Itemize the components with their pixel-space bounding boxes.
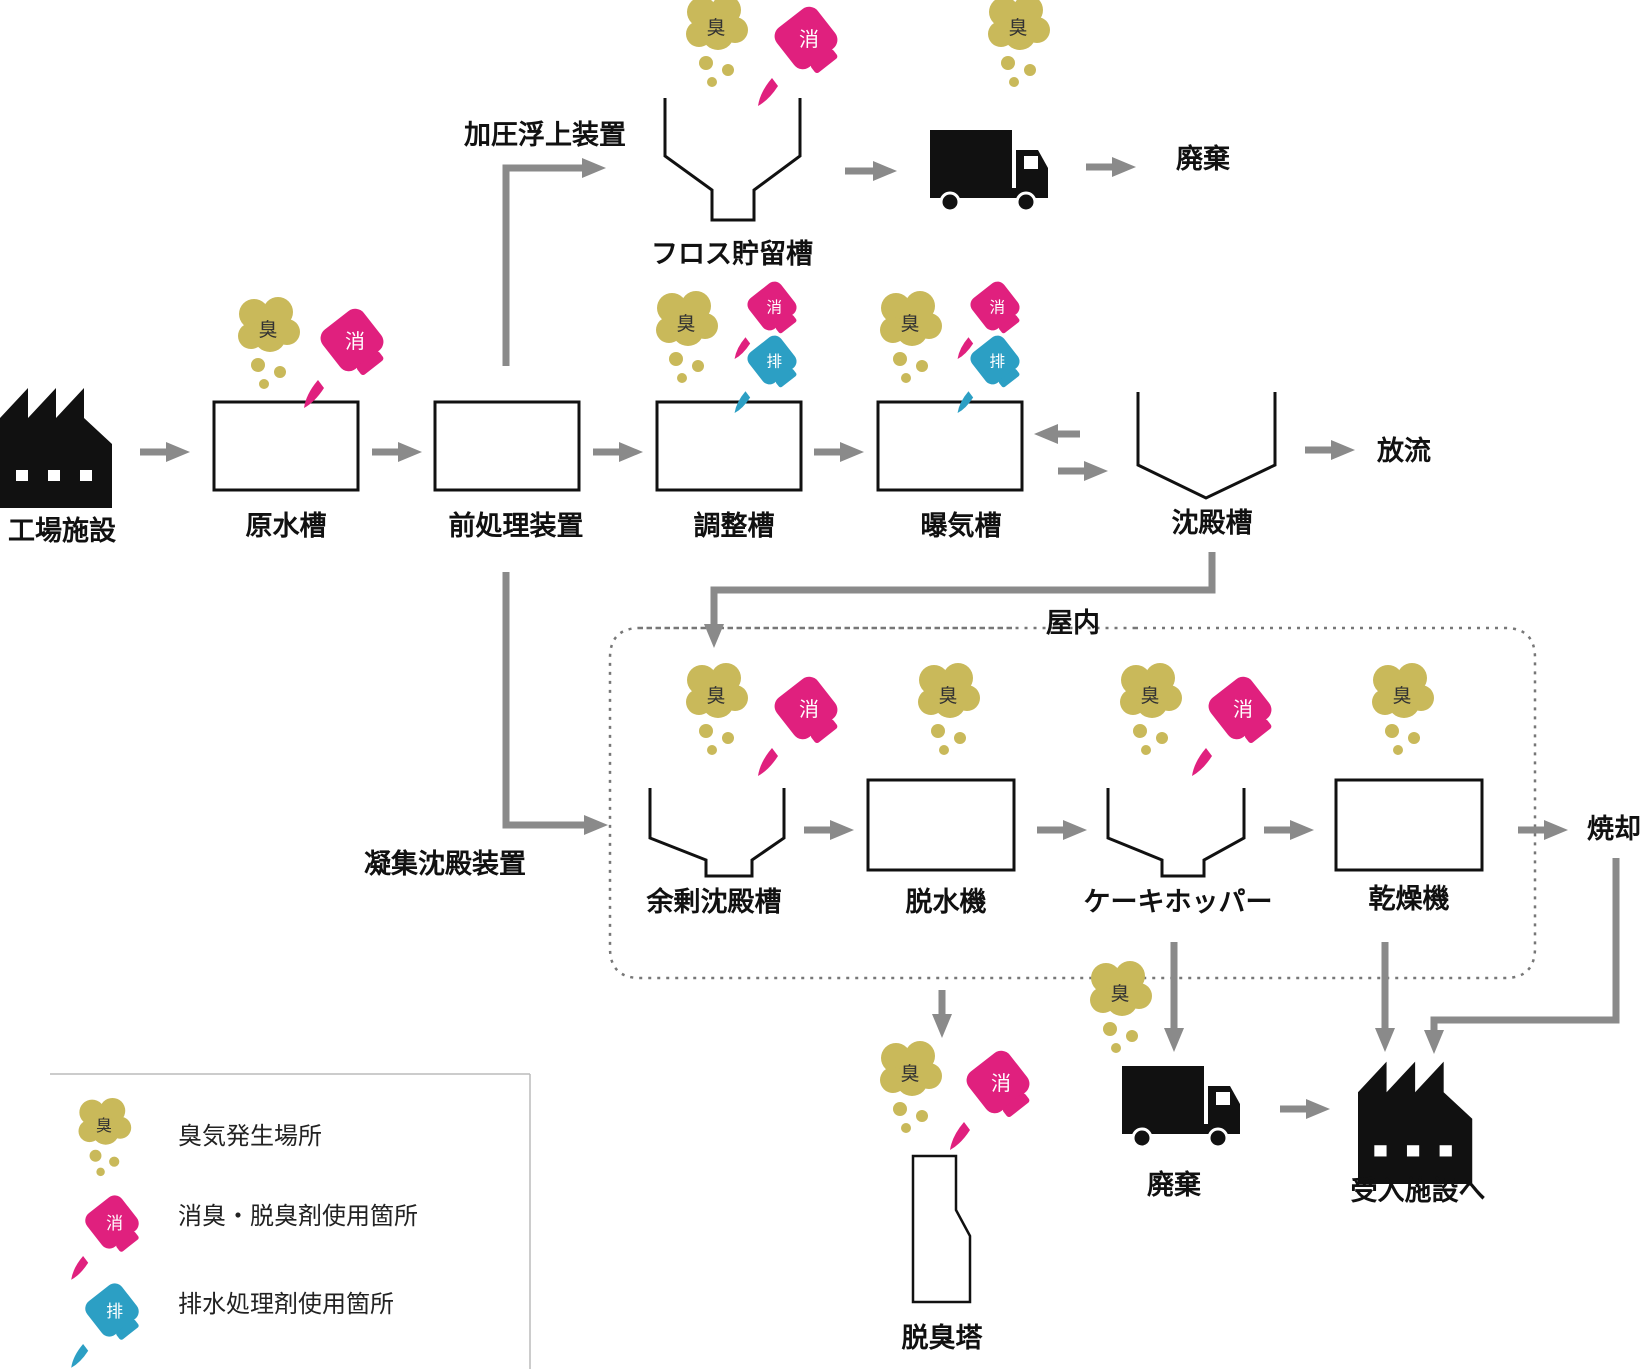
svg-text:消: 消	[799, 697, 819, 721]
excess-sludge-tank	[648, 788, 786, 878]
flow-arrows-indoor	[804, 820, 1568, 840]
legend: 臭 臭気発生場所 消 消臭・脱臭剤使用箇所 排 排水処理剤使用箇所	[50, 1073, 531, 1369]
truck-icon-top	[928, 128, 1050, 213]
legend-deodorant-icon: 消	[71, 1191, 148, 1280]
wastewater-agent-bottle-icon: 排	[957, 332, 1028, 414]
svg-text:臭: 臭	[1392, 685, 1411, 707]
truck-icon-bottom	[1120, 1064, 1242, 1149]
svg-text:臭: 臭	[96, 1116, 112, 1135]
factory-icon	[0, 388, 112, 508]
deodorant-bottle-icon: 消	[758, 672, 849, 776]
disposal-bottom-label: 廃棄	[1147, 1169, 1202, 1201]
deodorant-bottle-icon: 消	[734, 278, 805, 360]
disposal-top-label: 廃棄	[1176, 143, 1231, 175]
aeration-tank-label: 曝気槽	[921, 510, 1002, 542]
legend-wastewater-agent-icon: 排	[71, 1279, 148, 1368]
deodorizing-tower	[911, 1154, 972, 1304]
legend-odor-icon: 臭	[78, 1097, 132, 1177]
raw-water-tank-label: 原水槽	[246, 511, 327, 542]
svg-text:消: 消	[345, 329, 365, 353]
svg-text:排: 排	[990, 352, 1006, 370]
deodorant-bottle-icon: 消	[758, 2, 849, 106]
flotation-branch-arrow	[502, 164, 584, 366]
sludge-return-arrow	[710, 552, 1216, 626]
dehydrator-label: 脱水機	[906, 887, 987, 918]
floc-storage-tank-label: フロス貯留槽	[651, 239, 813, 270]
coagulation-branch-arrow	[502, 572, 586, 829]
svg-text:臭: 臭	[706, 685, 725, 707]
odor-icon: 臭	[238, 297, 300, 389]
excess-sludge-tank-label: 余剰沈殿槽	[646, 886, 782, 918]
incineration-label: 焼却	[1587, 814, 1641, 845]
flotation-label: 加圧浮上装置	[464, 120, 626, 151]
cake-hopper	[1106, 788, 1246, 878]
odor-icon: 臭	[1090, 961, 1152, 1053]
legend-item-deodorant: 消臭・脱臭剤使用箇所	[178, 1202, 418, 1230]
svg-text:排: 排	[106, 1302, 123, 1322]
deodorant-bottle-icon: 消	[304, 304, 395, 408]
flow-arrows-row1	[140, 424, 1355, 481]
sedimentation-tank-label: 沈殿槽	[1172, 508, 1253, 539]
odor-icon: 臭	[656, 291, 718, 383]
svg-text:消: 消	[799, 27, 819, 51]
svg-text:臭: 臭	[676, 313, 695, 335]
svg-text:臭: 臭	[900, 313, 919, 335]
svg-text:消: 消	[106, 1214, 123, 1234]
odor-icon: 臭	[1372, 663, 1434, 755]
svg-text:臭: 臭	[938, 685, 957, 707]
adjustment-tank	[655, 400, 803, 492]
floc-storage-tank	[663, 98, 802, 222]
indoor-label: 屋内	[1046, 608, 1100, 639]
odor-icon: 臭	[686, 663, 748, 755]
adjustment-tank-label: 調整槽	[694, 510, 775, 542]
svg-text:臭: 臭	[1008, 17, 1027, 39]
svg-text:消: 消	[1233, 697, 1253, 721]
odor-icon: 臭	[880, 1041, 942, 1133]
svg-text:排: 排	[767, 352, 783, 370]
dryer-label: 乾燥機	[1369, 884, 1450, 915]
deodorizing-tower-label: 脱臭塔	[902, 1323, 984, 1354]
odor-icon: 臭	[918, 663, 980, 755]
svg-text:消: 消	[991, 1071, 1011, 1095]
svg-text:臭: 臭	[900, 1063, 919, 1085]
svg-text:臭: 臭	[1110, 983, 1129, 1005]
receiving-facility-icon	[1358, 1061, 1473, 1184]
incineration-return-arrow	[1430, 858, 1620, 1032]
legend-item-wastewater-agent: 排水処理剤使用箇所	[178, 1290, 394, 1318]
deodorant-bottle-icon: 消	[957, 278, 1028, 360]
aeration-tank	[876, 400, 1024, 492]
discharge-label: 放流	[1376, 435, 1431, 467]
cake-hopper-label: ケーキホッパー	[1084, 887, 1273, 918]
sedimentation-tank	[1136, 392, 1277, 500]
pretreatment-unit	[433, 400, 581, 492]
odor-icon: 臭	[686, 0, 748, 87]
pretreatment-label: 前処理装置	[449, 510, 584, 542]
svg-text:臭: 臭	[706, 17, 725, 39]
svg-text:臭: 臭	[258, 319, 277, 341]
dryer	[1334, 778, 1484, 872]
svg-text:消: 消	[767, 298, 783, 316]
factory-label: 工場施設	[8, 515, 117, 547]
deodorant-bottle-icon: 消	[950, 1046, 1041, 1150]
wastewater-agent-bottle-icon: 排	[734, 332, 805, 414]
deodorant-bottle-icon: 消	[1192, 672, 1283, 776]
coagulation-label: 凝集沈殿装置	[364, 848, 526, 880]
odor-icon: 臭	[988, 0, 1050, 87]
dehydrator	[866, 778, 1016, 872]
odor-icon: 臭	[1120, 663, 1182, 755]
svg-text:臭: 臭	[1140, 685, 1159, 707]
receiving-facility-label: 受入施設へ	[1351, 1175, 1486, 1207]
raw-water-tank	[212, 400, 360, 492]
legend-item-odor: 臭気発生場所	[178, 1122, 322, 1150]
odor-icon: 臭	[880, 291, 942, 383]
indoor-boundary	[608, 626, 1537, 980]
svg-text:消: 消	[990, 298, 1006, 316]
